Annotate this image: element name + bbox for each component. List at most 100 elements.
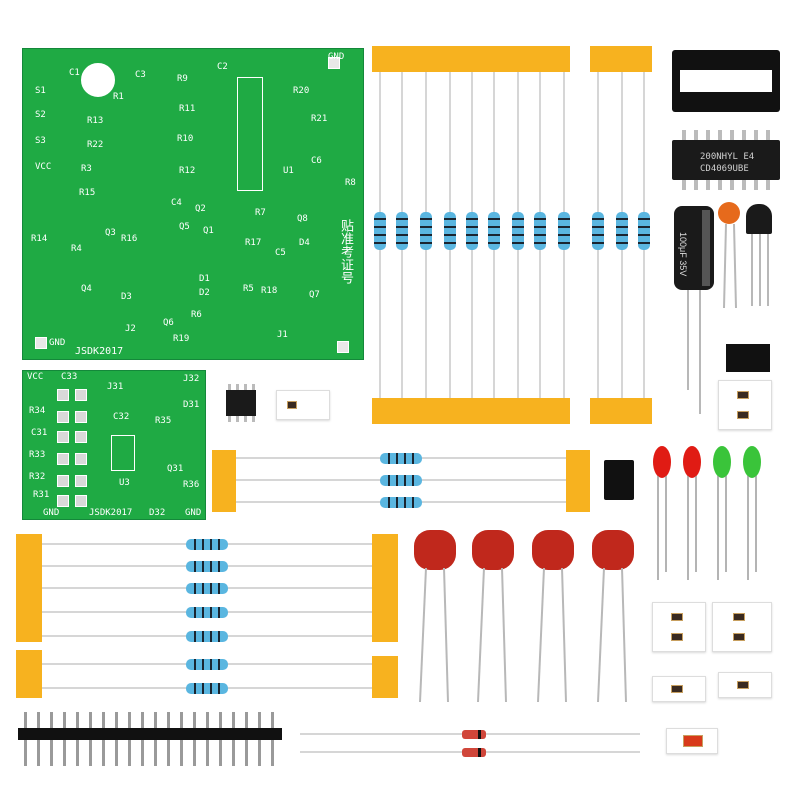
resistor-band: [420, 242, 432, 244]
diode-band: [478, 730, 481, 739]
gnd-label: GND: [185, 508, 202, 518]
capacitor-lead: [733, 223, 737, 309]
component-label-r35: R35: [155, 416, 172, 426]
resistor-band: [404, 497, 406, 508]
component-label-vcc: VCC: [27, 372, 44, 382]
resistor: [380, 497, 422, 508]
resistor-band: [396, 234, 408, 236]
smd-pad: [75, 475, 87, 487]
smd-pad: [57, 411, 69, 423]
diode: [462, 748, 486, 757]
resistor: [466, 212, 478, 250]
resistor-band: [616, 226, 628, 228]
component-label-r22: R22: [87, 140, 104, 150]
resistor-band: [466, 242, 478, 244]
component-label-vcc: VCC: [35, 162, 52, 172]
tape-strip: [16, 534, 42, 642]
resistor-band: [202, 659, 204, 670]
resistor-band: [558, 218, 570, 220]
resistor: [558, 212, 570, 250]
resistor-band: [466, 234, 478, 236]
resistor-band: [412, 497, 414, 508]
component-label-r1: R1: [113, 92, 124, 102]
film-capacitor: [414, 530, 456, 570]
smd-pad: [57, 475, 69, 487]
led: [653, 446, 671, 478]
resistor-band: [194, 607, 196, 618]
resistor-band: [194, 583, 196, 594]
resistor: [186, 683, 228, 694]
resistor-band: [420, 234, 432, 236]
sop-pin: [228, 384, 231, 390]
component-label-d4: D4: [299, 238, 310, 248]
resistor-band: [218, 683, 220, 694]
resistor-band: [396, 453, 398, 464]
resistor-band: [512, 218, 524, 220]
component-label-c1: C1: [69, 68, 80, 78]
component-label-s1: S1: [35, 86, 46, 96]
component-label-c6: C6: [311, 156, 322, 166]
resistor-band: [388, 497, 390, 508]
tape-strip: [372, 534, 398, 642]
chip-pin: [694, 130, 698, 140]
led: [683, 446, 701, 478]
film-capacitor: [472, 530, 514, 570]
component-label-c2: C2: [217, 62, 228, 72]
led: [743, 446, 761, 478]
resistor-band: [396, 226, 408, 228]
resistor-band: [616, 234, 628, 236]
resistor-band: [534, 226, 546, 228]
chip-pin: [706, 180, 710, 190]
resistor-band: [202, 561, 204, 572]
ic-marking-line2: CD4069UBE: [700, 164, 749, 174]
component-label-q5: Q5: [179, 222, 190, 232]
tape-strip: [590, 398, 652, 424]
resistor-band: [558, 226, 570, 228]
chip-pin: [694, 180, 698, 190]
resistor-band: [374, 226, 386, 228]
resistor: [186, 607, 228, 618]
resistor-band: [488, 234, 500, 236]
resistor-band: [210, 683, 212, 694]
gnd-label: GND: [328, 52, 345, 62]
resistor: [380, 453, 422, 464]
smd-pad: [57, 495, 69, 507]
resistor-band: [466, 218, 478, 220]
component-label-d1: D1: [199, 274, 210, 284]
component-label-r36: R36: [183, 480, 200, 490]
led: [713, 446, 731, 478]
resistor-band: [512, 242, 524, 244]
component-label-r6: R6: [191, 310, 202, 320]
component-label-r4: R4: [71, 244, 82, 254]
component-label-r8: R8: [345, 178, 356, 188]
film-capacitor: [532, 530, 574, 570]
component-label-s3: S3: [35, 136, 46, 146]
gnd-pad: [337, 341, 349, 353]
film-capacitor: [592, 530, 634, 570]
chip-pin: [730, 130, 734, 140]
ic-socket: [672, 50, 780, 112]
component-label-r20: R20: [293, 86, 310, 96]
component-label-r13: R13: [87, 116, 104, 126]
resistor-band: [202, 607, 204, 618]
component-label-r31: R31: [33, 490, 50, 500]
smd-pad: [75, 495, 87, 507]
resistor-band: [444, 242, 456, 244]
component-label-r16: R16: [121, 234, 138, 244]
resistor-band: [592, 226, 604, 228]
resistor: [616, 212, 628, 250]
resistor-band: [616, 218, 628, 220]
resistor-band: [210, 631, 212, 642]
resistor-band: [592, 242, 604, 244]
sop-pin: [236, 384, 239, 390]
smd-tape: [712, 602, 772, 652]
resistor-band: [194, 561, 196, 572]
board-brand: JSDK2017: [89, 508, 133, 518]
resistor-band: [404, 475, 406, 486]
resistor-band: [218, 539, 220, 550]
component-label-j2: J2: [125, 324, 136, 334]
ic-chip: 200NHYL E4 CD4069UBE: [672, 140, 780, 180]
component-label-c32: C32: [113, 412, 130, 422]
component-label-j31: J31: [107, 382, 124, 392]
